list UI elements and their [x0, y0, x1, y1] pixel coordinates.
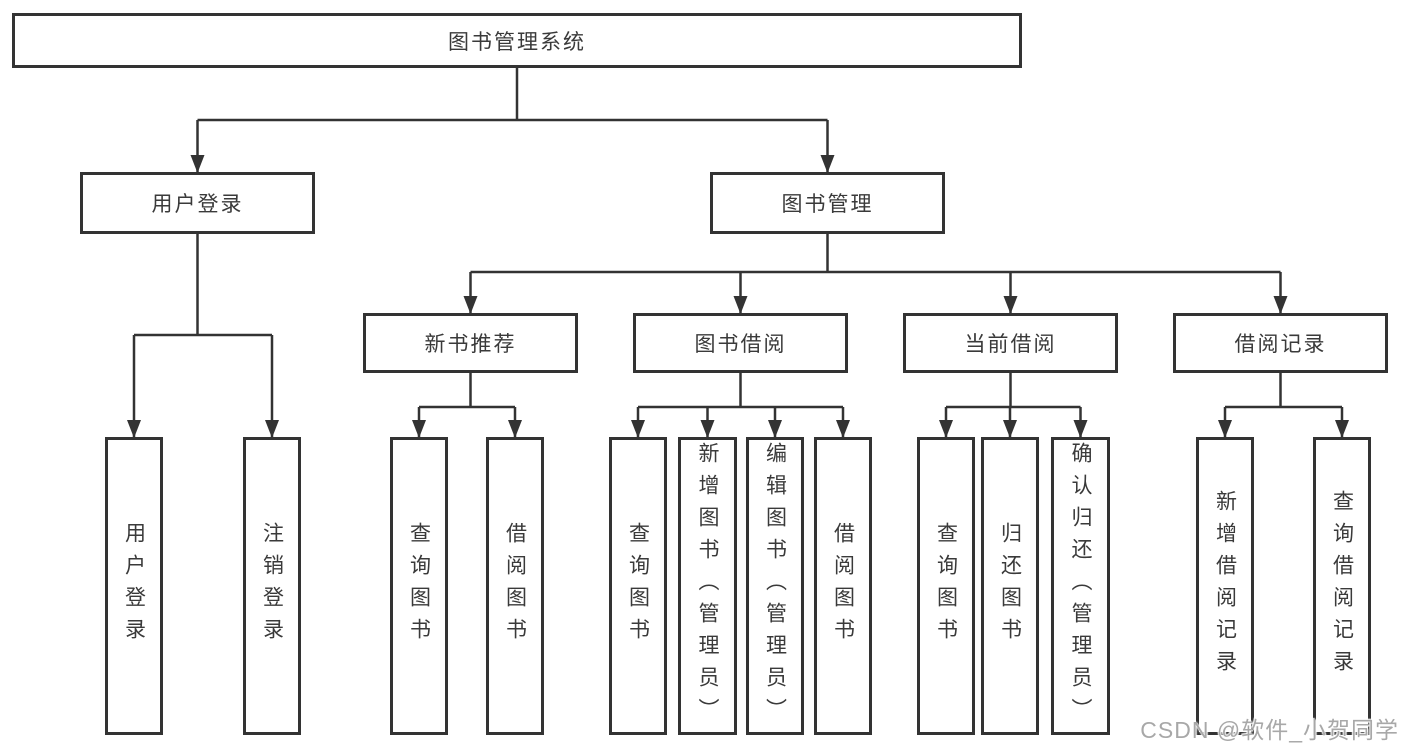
leaf-nbr-query-books-label: 查询图书 — [407, 522, 431, 650]
leaf-cb-confirm-return-admin-label: 确认归还（管理员） — [1069, 442, 1092, 730]
leaf-bb-add-books-admin: 新增图书（管理员） — [678, 437, 737, 735]
leaf-nbr-borrow-books-label: 借阅图书 — [503, 522, 527, 650]
leaf-bb-query-books: 查询图书 — [609, 437, 667, 735]
branch-borrowing-records — [1218, 373, 1349, 438]
leaf-bb-edit-books-admin: 编辑图书（管理员） — [746, 437, 804, 735]
node-book-borrowing: 图书借阅 — [633, 313, 848, 373]
leaf-bb-add-books-admin-label: 新增图书（管理员） — [696, 442, 719, 730]
node-borrowing-records: 借阅记录 — [1173, 313, 1388, 373]
leaf-cb-query-books: 查询图书 — [917, 437, 975, 735]
leaf-nbr-query-books: 查询图书 — [390, 437, 448, 735]
node-current-borrowing: 当前借阅 — [903, 313, 1118, 373]
leaf-bb-edit-books-admin-label: 编辑图书（管理员） — [763, 442, 787, 730]
leaf-cb-query-books-label: 查询图书 — [934, 522, 958, 650]
leaf-bb-borrow-books-label: 借阅图书 — [831, 522, 855, 650]
leaf-nbr-borrow-books: 借阅图书 — [486, 437, 544, 735]
leaf-bb-query-books-label: 查询图书 — [626, 522, 650, 650]
leaf-user-login-label: 用户登录 — [122, 522, 146, 650]
branch-root — [190, 68, 835, 173]
leaf-cb-return-books-label: 归还图书 — [998, 522, 1022, 650]
leaf-cb-return-books: 归还图书 — [981, 437, 1039, 735]
leaf-bb-borrow-books: 借阅图书 — [814, 437, 872, 735]
branch-current-borrowing — [939, 373, 1088, 438]
leaf-br-query-record-label: 查询借阅记录 — [1330, 490, 1354, 682]
node-new-book-recommendation: 新书推荐 — [363, 313, 578, 373]
leaf-br-add-record-label: 新增借阅记录 — [1213, 490, 1237, 682]
leaf-user-login: 用户登录 — [105, 437, 163, 735]
branch-new-book-recommendation — [412, 373, 522, 438]
branch-user-login — [127, 234, 279, 438]
csdn-watermark: CSDN @软件_小贺同学 — [1140, 717, 1399, 743]
node-user-login: 用户登录 — [80, 172, 315, 234]
node-root-book-management-system: 图书管理系统 — [12, 13, 1022, 68]
node-book-management: 图书管理 — [710, 172, 945, 234]
leaf-logout-label: 注销登录 — [260, 522, 284, 650]
branch-book-borrowing — [631, 373, 850, 438]
branch-book-management — [463, 234, 1288, 314]
leaf-logout: 注销登录 — [243, 437, 301, 735]
leaf-br-query-record: 查询借阅记录 — [1313, 437, 1371, 735]
leaf-cb-confirm-return-admin: 确认归还（管理员） — [1051, 437, 1110, 735]
leaf-br-add-record: 新增借阅记录 — [1196, 437, 1254, 735]
